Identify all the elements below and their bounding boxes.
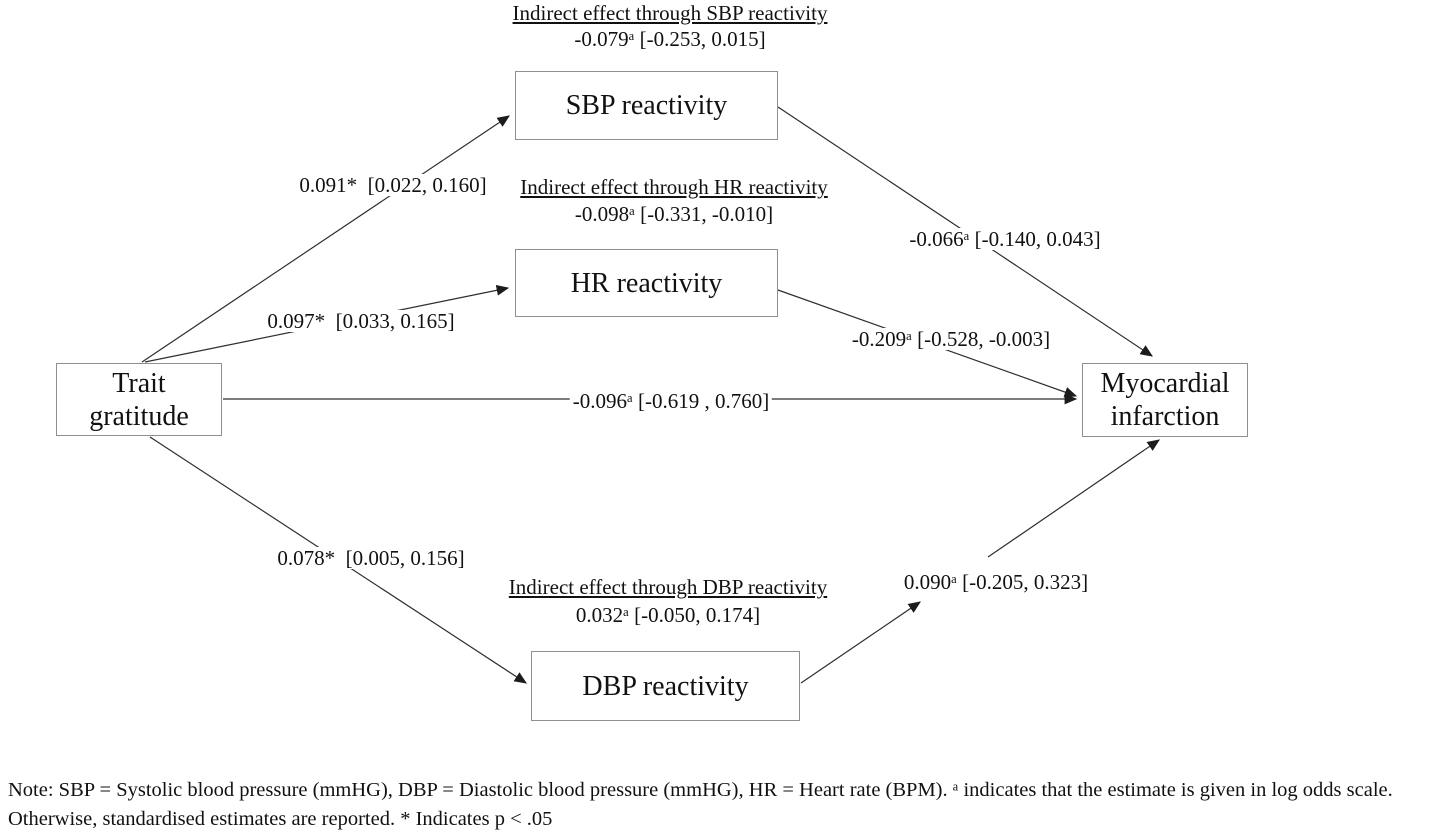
path-label-trait-to-hr: 0.097* [0.033, 0.165] xyxy=(264,310,458,332)
figure-note: Note: SBP = Systolic blood pressure (mmH… xyxy=(8,779,1393,830)
indirect-effect-hr-title: Indirect effect through HR reactivity xyxy=(517,176,831,198)
indirect-effect-hr-estimate: -0.098ᵃ [-0.331, -0.010] xyxy=(574,202,774,226)
indirect-effect-dbp-title: Indirect effect through DBP reactivity xyxy=(505,576,831,598)
indirect-effect-sbp-estimate: -0.079ᵃ [-0.253, 0.015] xyxy=(574,27,766,51)
path-label-hr-to-mi: -0.209ᵃ [-0.528, -0.003] xyxy=(848,328,1054,350)
arrow-trait-to-sbp xyxy=(141,115,510,363)
node-sbp-reactivity: SBP reactivity xyxy=(515,71,778,140)
node-hr-reactivity: HR reactivity xyxy=(515,249,778,317)
path-label-trait-to-sbp: 0.091* [0.022, 0.160] xyxy=(296,174,490,196)
path-label-sbp-to-mi: -0.066ᵃ [-0.140, 0.043] xyxy=(906,228,1104,250)
path-label-trait-to-dbp: 0.078* [0.005, 0.156] xyxy=(274,547,468,569)
indirect-effect-sbp-title: Indirect effect through SBP reactivity xyxy=(512,1,828,25)
indirect-effect-dbp-estimate: 0.032ᵃ [-0.050, 0.174] xyxy=(575,603,761,627)
path-label-dbp-to-mi: 0.090ᵃ [-0.205, 0.323] xyxy=(900,571,1092,593)
node-trait-gratitude: Trait gratitude xyxy=(56,363,222,436)
node-dbp-reactivity: DBP reactivity xyxy=(531,651,800,721)
path-label-trait-to-mi-direct: -0.096ᵃ [-0.619 , 0.760] xyxy=(569,390,773,412)
arrow-dbp-to-label xyxy=(800,601,921,684)
arrow-label-to-mi xyxy=(987,439,1160,558)
node-myocardial-infarction: Myocardial infarction xyxy=(1082,363,1248,437)
